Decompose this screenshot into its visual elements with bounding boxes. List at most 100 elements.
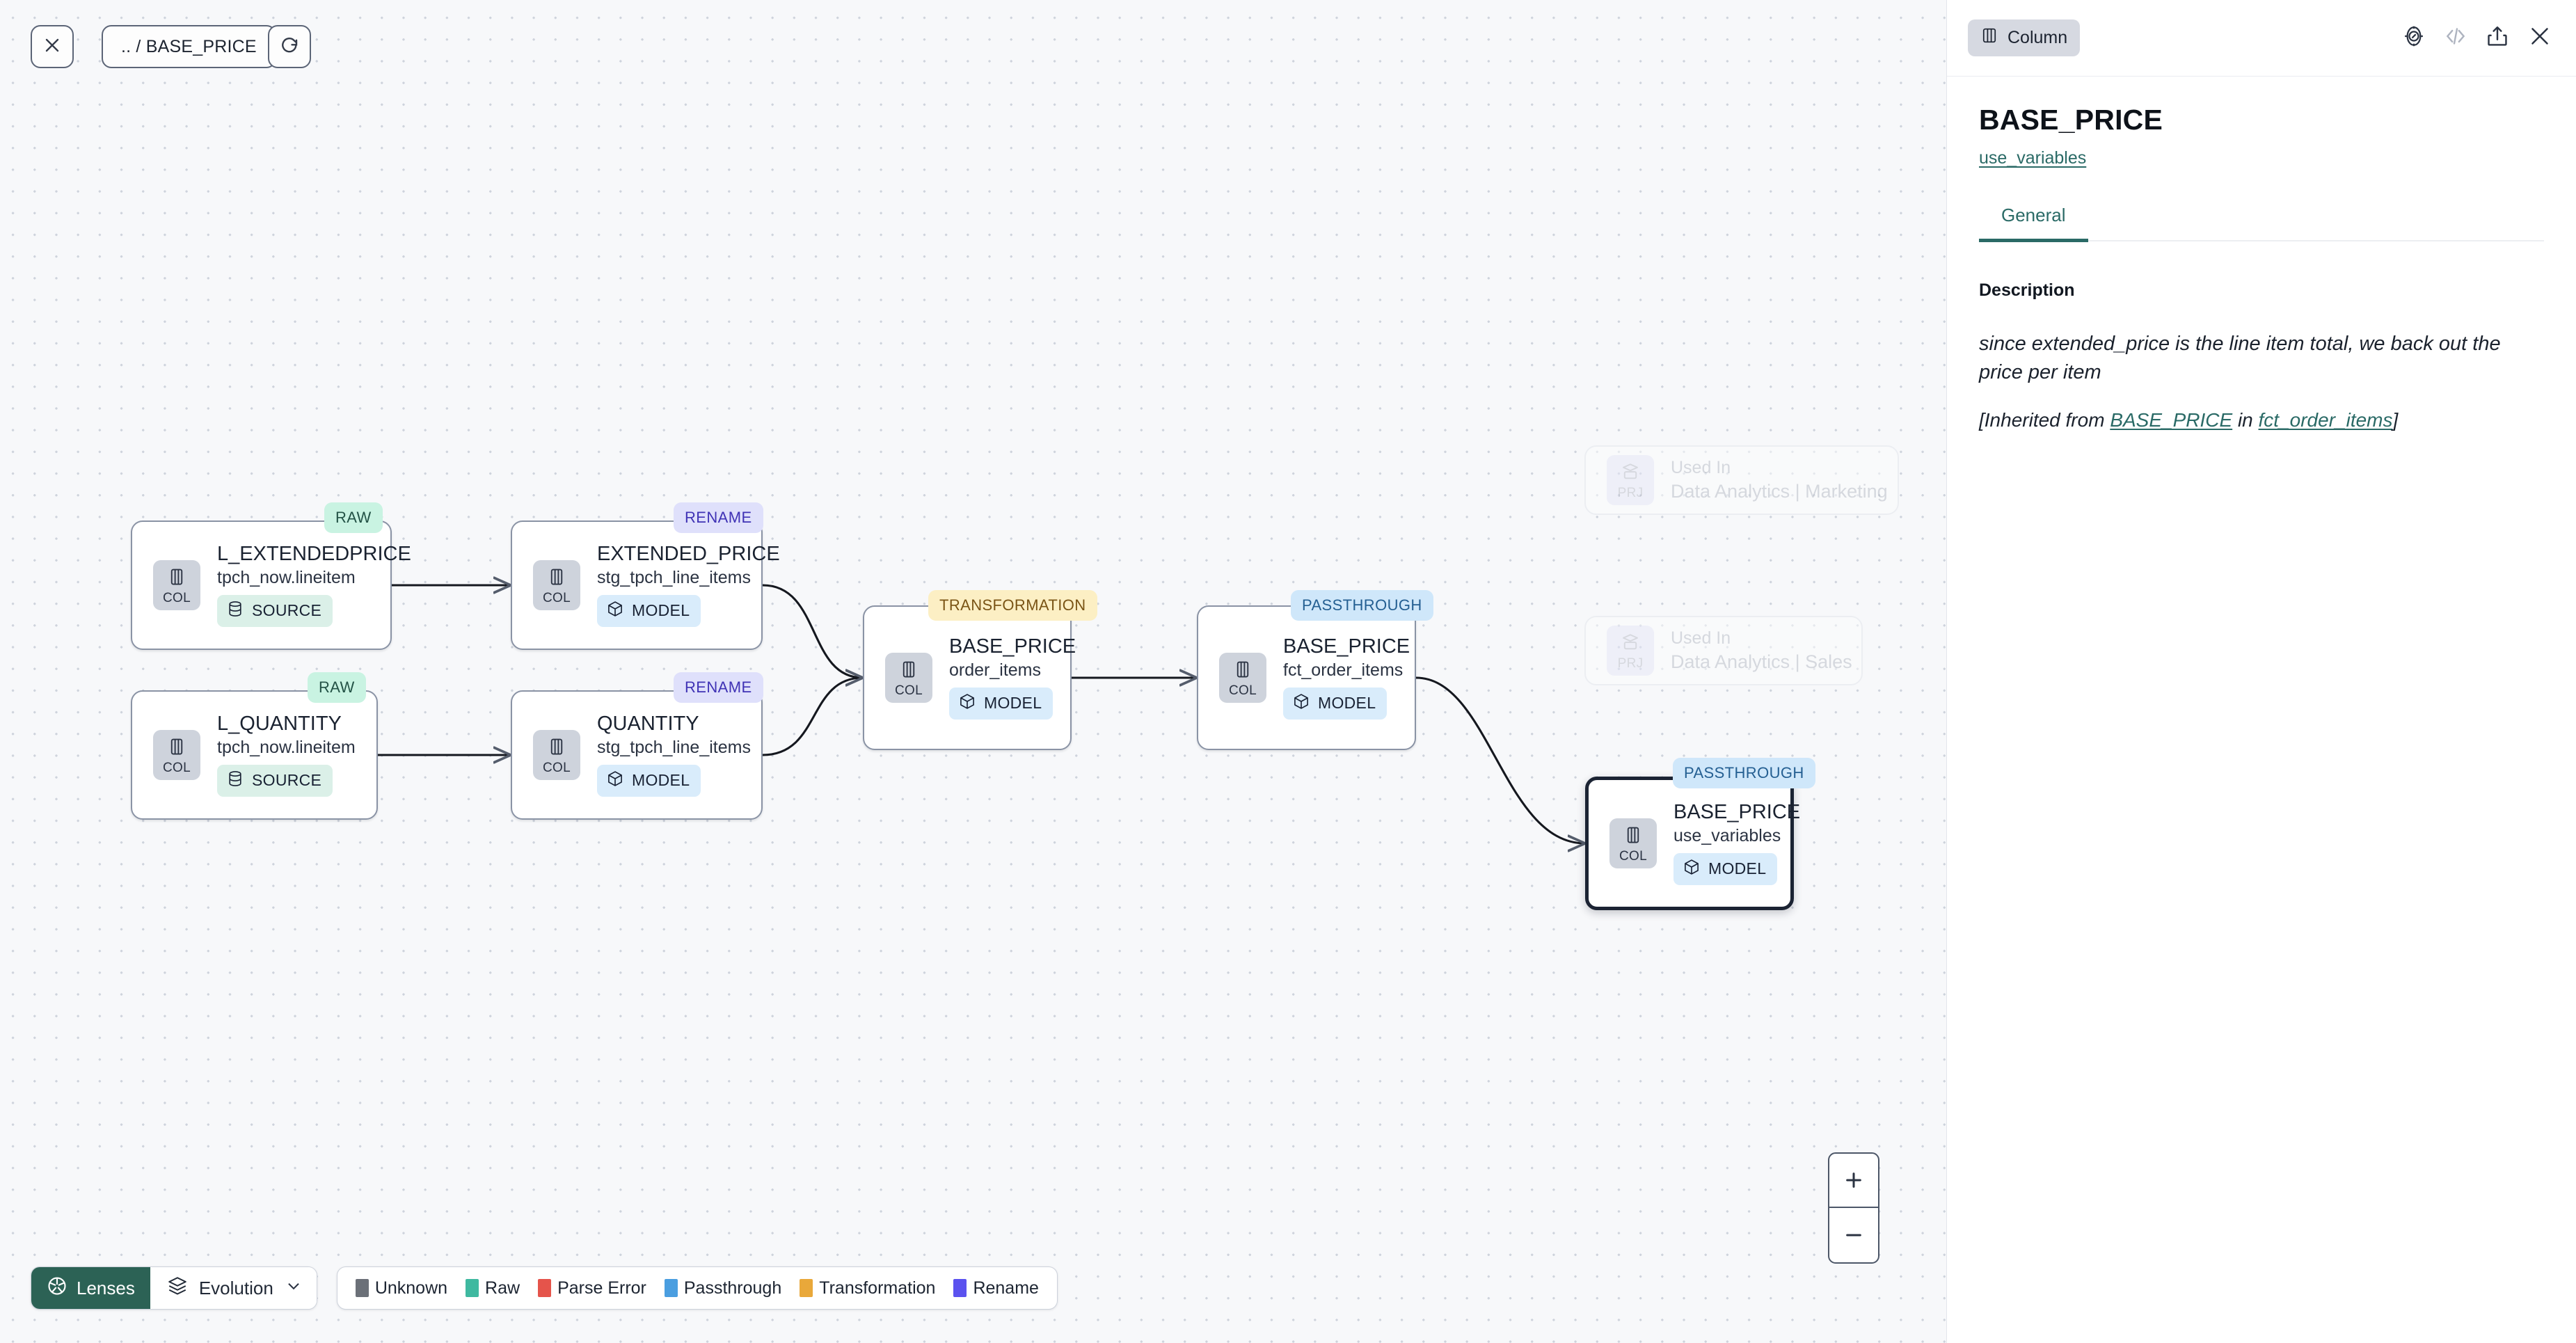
used-in-project: Data Analytics | Sales <box>1671 651 1852 673</box>
entity-type-badge: Column <box>1968 19 2081 56</box>
inherited-prefix: [Inherited from <box>1979 409 2110 431</box>
code-icon[interactable] <box>2444 24 2467 51</box>
close-icon[interactable] <box>2527 24 2552 52</box>
edge-fct-to-usevariables <box>1415 676 1585 843</box>
legend-swatch <box>953 1279 967 1297</box>
node-materialization-pill: MODEL <box>597 594 701 627</box>
evolution-dropdown[interactable]: Evolution <box>150 1267 317 1309</box>
details-panel-body: BASE_PRICE use_variables General Descrip… <box>1947 77 2576 1343</box>
column-type-chip: COL <box>1609 818 1657 868</box>
node-title: BASE_PRICE <box>1283 635 1410 658</box>
legend-item[interactable]: Unknown <box>355 1278 448 1298</box>
legend-item[interactable]: Parse Error <box>538 1278 646 1298</box>
project-type-chip: PRJ <box>1607 455 1654 505</box>
cube-icon <box>606 770 624 792</box>
legend-label: Raw <box>485 1278 520 1298</box>
project-icon <box>1620 632 1641 656</box>
zoom-controls <box>1828 1152 1879 1264</box>
zoom-out-button[interactable] <box>1829 1208 1878 1262</box>
chip-label: PRJ <box>1617 485 1644 500</box>
compass-icon[interactable] <box>2402 24 2426 51</box>
lenses-label: Lenses <box>77 1277 135 1298</box>
share-icon[interactable] <box>2486 24 2509 51</box>
lenses-control-group: Lenses Evolution <box>31 1266 317 1310</box>
column-type-chip: COL <box>885 653 932 703</box>
node-materialization-pill: MODEL <box>597 764 701 797</box>
lenses-button[interactable]: Lenses <box>31 1267 150 1309</box>
pill-label: MODEL <box>1318 694 1376 713</box>
column-type-chip: COL <box>533 560 580 610</box>
project-icon <box>1620 461 1641 486</box>
zoom-in-button[interactable] <box>1829 1154 1878 1208</box>
inherited-column-link[interactable]: BASE_PRICE <box>2110 409 2233 431</box>
column-icon <box>546 736 567 761</box>
used-in-label: Used In <box>1671 628 1731 648</box>
cube-icon <box>606 600 624 622</box>
node-title: QUANTITY <box>597 713 699 736</box>
parent-model-link[interactable]: use_variables <box>1979 148 2087 168</box>
node-title: BASE_PRICE <box>949 635 1076 658</box>
node-kind-badge-passthrough: PASSTHROUGH <box>1673 758 1815 788</box>
used-in-label: Used In <box>1671 457 1731 477</box>
node-kind-badge-rename: RENAME <box>674 502 763 533</box>
legend-label: Unknown <box>374 1278 448 1298</box>
legend-label: Parse Error <box>557 1278 646 1298</box>
breadcrumb[interactable]: .. / BASE_PRICE <box>102 25 276 68</box>
database-icon <box>226 770 244 792</box>
node-materialization-pill: SOURCE <box>217 764 333 797</box>
cube-icon <box>1683 858 1701 880</box>
node-subtitle: tpch_now.lineitem <box>217 738 356 758</box>
column-icon <box>1232 659 1253 683</box>
legend-swatch <box>466 1279 479 1297</box>
legend-item[interactable]: Raw <box>466 1278 520 1298</box>
node-materialization-pill: MODEL <box>1673 852 1778 885</box>
node-subtitle: stg_tpch_line_items <box>597 738 751 758</box>
node-title: EXTENDED_PRICE <box>597 543 780 566</box>
inherited-model-link[interactable]: fct_order_items <box>2258 409 2393 431</box>
chip-label: COL <box>543 590 571 605</box>
refresh-icon <box>279 35 300 59</box>
inherited-suffix: ] <box>2392 409 2399 431</box>
lineage-legend: Unknown Raw Parse Error Passthrough Transfor… <box>336 1266 1058 1310</box>
description-label: Description <box>1979 280 2075 301</box>
legend-item[interactable]: Passthrough <box>664 1278 782 1298</box>
chip-label: PRJ <box>1617 655 1644 671</box>
node-kind-badge-raw: RAW <box>324 502 383 533</box>
pill-label: MODEL <box>632 601 690 620</box>
tab-general[interactable]: General <box>1979 205 2088 243</box>
legend-item[interactable]: Rename <box>953 1278 1039 1298</box>
pill-label: MODEL <box>1708 859 1767 878</box>
legend-swatch <box>800 1279 813 1297</box>
legend-label: Passthrough <box>683 1278 782 1298</box>
entity-type-label: Column <box>2007 28 2068 47</box>
chip-label: COL <box>543 760 571 775</box>
node-subtitle: tpch_now.lineitem <box>217 568 356 588</box>
node-title: L_EXTENDEDPRICE <box>217 543 411 566</box>
legend-label: Rename <box>973 1278 1039 1298</box>
chip-label: COL <box>163 760 191 775</box>
node-kind-badge-transformation: TRANSFORMATION <box>928 590 1097 621</box>
node-subtitle: order_items <box>949 660 1041 681</box>
close-lineage-button[interactable] <box>31 25 74 68</box>
node-materialization-pill: MODEL <box>949 687 1054 720</box>
chip-label: COL <box>1619 848 1647 864</box>
close-icon <box>42 35 63 59</box>
column-icon <box>166 566 187 591</box>
used-in-node[interactable]: PRJ Used In Data Analytics | Sales <box>1584 616 1863 685</box>
column-icon <box>546 566 567 591</box>
project-type-chip: PRJ <box>1607 626 1654 676</box>
refresh-button[interactable] <box>268 25 311 68</box>
details-panel-header: Column <box>1947 0 2576 77</box>
cube-icon <box>958 692 976 715</box>
legend-item[interactable]: Transformation <box>800 1278 935 1298</box>
node-title: L_QUANTITY <box>217 713 342 736</box>
